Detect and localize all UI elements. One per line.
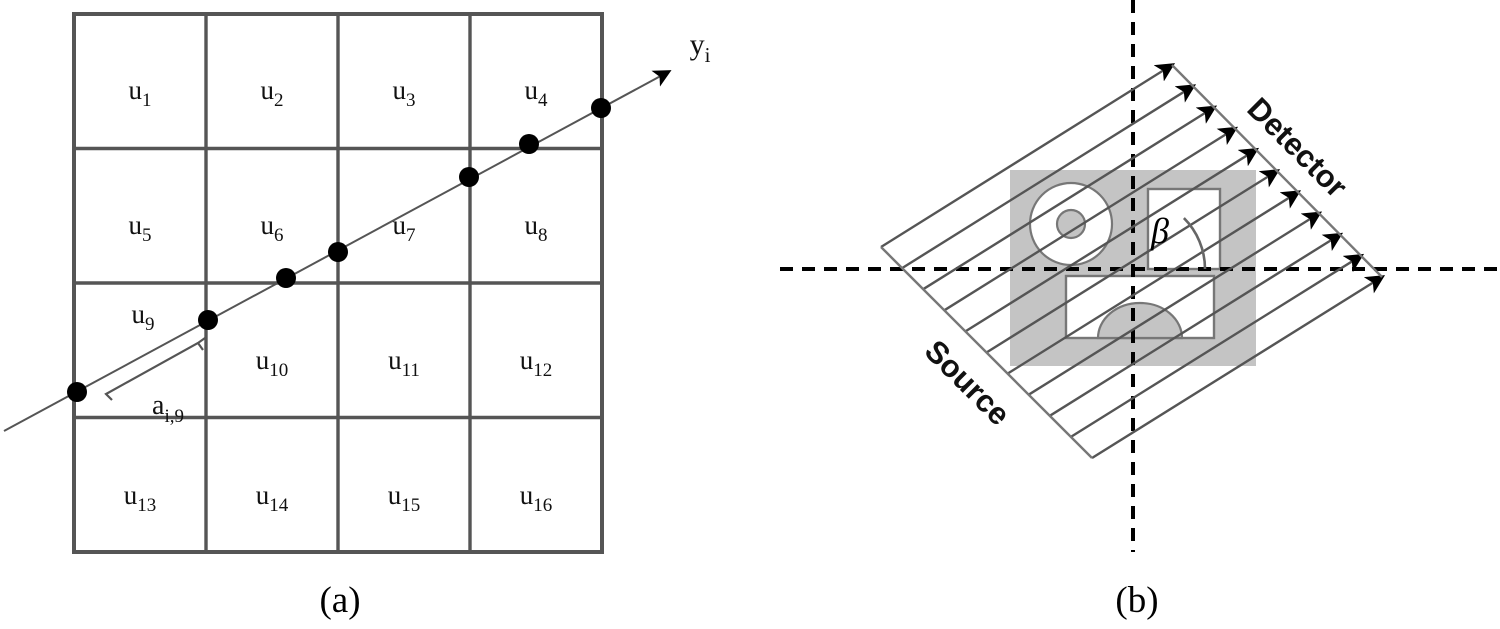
caption-panel-b: (b): [1115, 580, 1158, 621]
xray-beam-3: [922, 105, 1218, 291]
source-line: [880, 246, 1093, 459]
xray-beam-5: [964, 147, 1260, 333]
ray-axis-label: yi: [690, 28, 711, 67]
pixel-label-u6: u6: [261, 210, 284, 246]
pixel-label-u16: u16: [520, 480, 553, 516]
grid-border: [72, 12, 604, 554]
pixel-label-u1: u1: [129, 75, 152, 111]
ray-intersection-dots: [67, 98, 611, 402]
chord-length-brace: [104, 337, 206, 401]
pixel-label-u3: u3: [393, 75, 416, 111]
pixel-label-u8: u8: [525, 210, 548, 246]
beta-angle-label: β: [1150, 211, 1169, 251]
pixel-label-u13: u13: [124, 480, 157, 516]
ray-intersection-dot-1: [67, 382, 87, 402]
detector-label: Detector: [1241, 91, 1355, 205]
pixel-label-u14: u14: [256, 480, 289, 516]
panel-b: β Detector Source: [780, 0, 1500, 552]
phantom-circle-inner: [1055, 208, 1087, 240]
ray-intersection-dot-7: [591, 98, 611, 118]
pixel-labels: u1 u2 u3 u4 u5 u6 u7 u8 u9 u10 u11 u12 u13 u14 u15 u16: [124, 75, 553, 516]
pixel-label-u7: u7: [393, 210, 416, 246]
source-label: Source: [918, 333, 1017, 432]
pixel-label-u5: u5: [129, 210, 152, 246]
grid-lines: [74, 14, 602, 552]
ray-intersection-dot-6: [519, 134, 539, 154]
pixel-label-u11: u11: [388, 345, 420, 381]
pixel-label-u9: u9: [132, 299, 155, 335]
pixel-label-u2: u2: [261, 75, 284, 111]
xray-beam-6: [985, 169, 1281, 354]
xray-beam-9: [1049, 232, 1344, 417]
xray-beam-7: [1006, 190, 1302, 375]
xray-beam-10: [1070, 253, 1365, 438]
pixel-label-u12: u12: [520, 345, 553, 381]
xray-beams: [880, 63, 1386, 460]
pixel-label-u4: u4: [525, 75, 549, 111]
xray-beam-4: [943, 126, 1239, 312]
ray-intersection-dot-3: [276, 268, 296, 288]
xray-beam-8: [1028, 211, 1323, 396]
caption-panel-a: (a): [319, 580, 360, 621]
xray-beam-11: [1091, 275, 1386, 460]
ray-intersection-dot-5: [459, 167, 479, 187]
beta-angle-arc: [1182, 217, 1207, 270]
xray-beam-2: [901, 84, 1197, 270]
pixel-label-u10: u10: [256, 345, 289, 381]
ray-intersection-dot-4: [328, 242, 348, 262]
chord-length-label: ai,9: [152, 390, 184, 427]
xray-beam-1: [880, 63, 1176, 249]
detector-line: [1171, 64, 1383, 278]
pixel-label-u15: u15: [388, 480, 421, 516]
ray-intersection-dot-2: [198, 310, 218, 330]
